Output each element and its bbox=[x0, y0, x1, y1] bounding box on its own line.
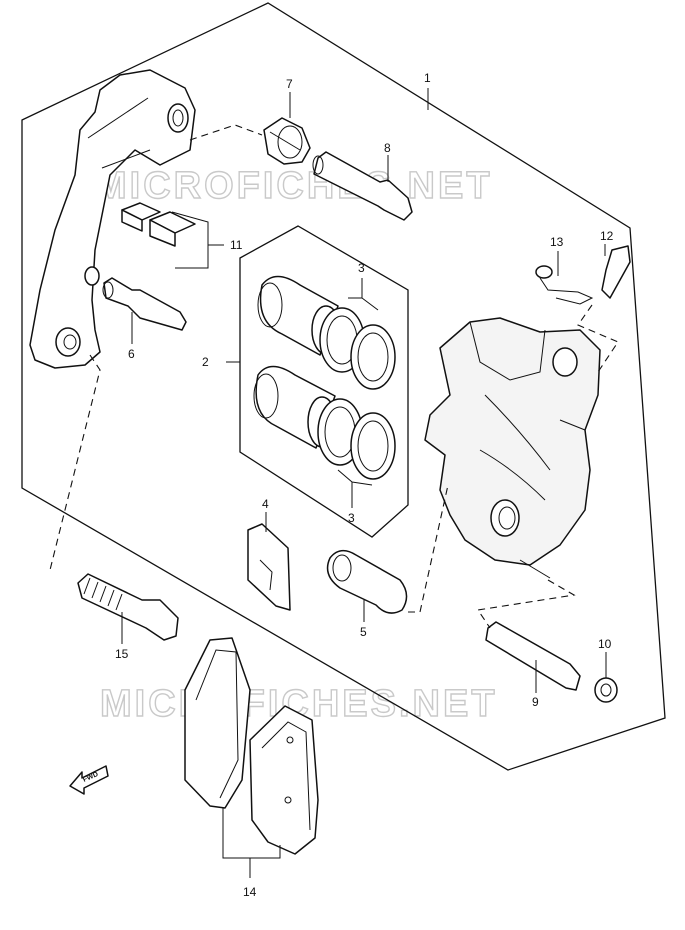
dashed-leader bbox=[408, 484, 449, 613]
callout-2: 2 bbox=[202, 355, 209, 369]
pin-part-6 bbox=[102, 277, 187, 331]
dashed-leader bbox=[49, 354, 101, 571]
seals-upper bbox=[319, 307, 396, 390]
fwd-arrow-icon: FWD bbox=[69, 765, 109, 795]
leader-14 bbox=[222, 808, 281, 878]
callout-5: 5 bbox=[360, 625, 367, 639]
cap-part-13 bbox=[535, 265, 594, 305]
caliper-bracket bbox=[29, 69, 196, 369]
bolt-part-15 bbox=[77, 573, 179, 641]
dashed-leader bbox=[577, 304, 619, 373]
assembly-outline bbox=[21, 2, 666, 771]
leader-3b bbox=[337, 469, 373, 508]
caliper-body bbox=[424, 317, 601, 579]
callout-11: 11 bbox=[230, 238, 243, 252]
callout-7: 7 bbox=[286, 77, 293, 91]
pin-part-9 bbox=[485, 621, 581, 691]
seals-lower bbox=[317, 398, 396, 480]
bleeder-part-12 bbox=[601, 245, 631, 299]
pad-clips bbox=[121, 202, 196, 247]
brake-pad-outer bbox=[184, 637, 251, 809]
pin-bolt-part-8 bbox=[312, 151, 413, 221]
callout-4: 4 bbox=[262, 497, 269, 511]
callout-1: 1 bbox=[424, 71, 431, 85]
callout-8: 8 bbox=[384, 141, 391, 155]
pad-spring-part-4 bbox=[247, 523, 291, 611]
watermark-top: MICROFICHES.NET bbox=[95, 165, 493, 207]
callout-6: 6 bbox=[128, 347, 135, 361]
callout-3-upper: 3 bbox=[358, 261, 365, 275]
callout-13: 13 bbox=[550, 235, 564, 249]
piston-group-outline bbox=[239, 225, 409, 538]
leader-11 bbox=[171, 211, 224, 269]
dashed-leader bbox=[477, 579, 576, 629]
callout-15: 15 bbox=[115, 647, 129, 661]
callout-14: 14 bbox=[243, 885, 257, 899]
callout-9: 9 bbox=[532, 695, 539, 709]
callout-3-lower: 3 bbox=[348, 511, 355, 525]
dashed-leader bbox=[189, 124, 263, 141]
leader-3a bbox=[348, 278, 379, 311]
callout-10: 10 bbox=[598, 637, 612, 651]
plug-part-10 bbox=[594, 677, 618, 703]
boot-part-7 bbox=[263, 117, 311, 165]
pin-part-5 bbox=[326, 549, 408, 614]
brake-pad-inner bbox=[249, 705, 319, 855]
callout-12: 12 bbox=[600, 229, 614, 243]
